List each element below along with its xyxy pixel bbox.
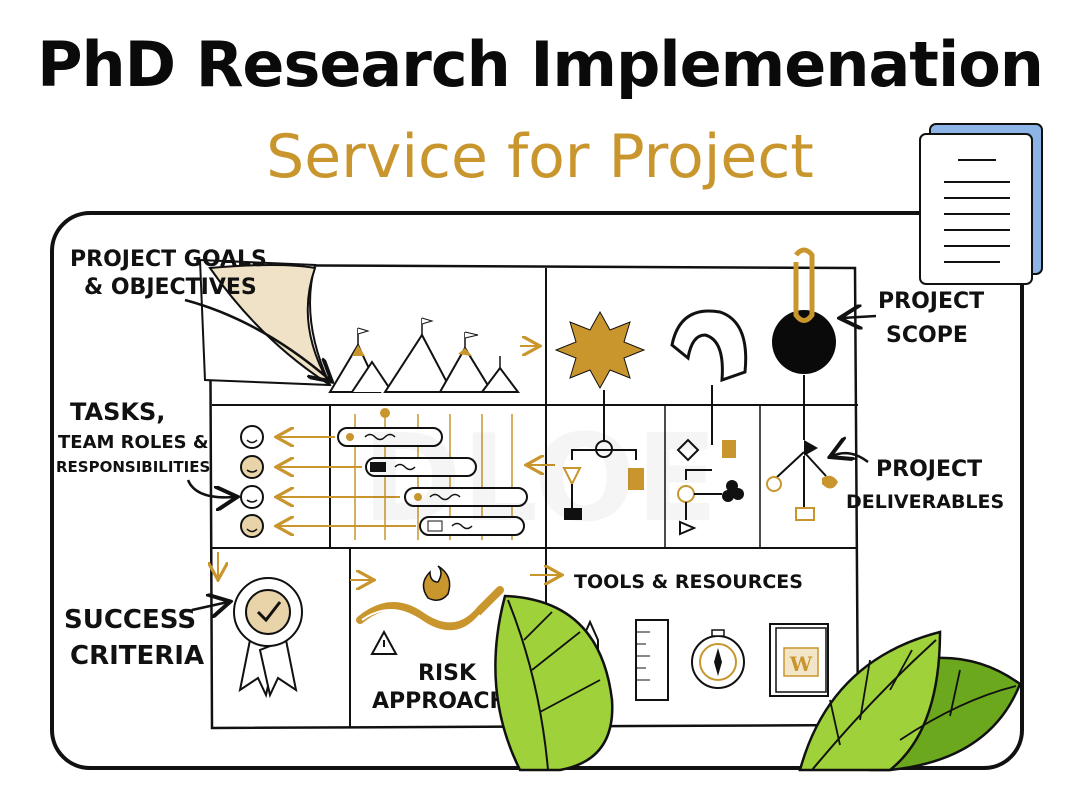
scope-arrow — [842, 316, 877, 318]
label-tasks-line1: TASKS, — [70, 398, 165, 426]
document-icon — [919, 123, 1043, 285]
scope-shapes — [554, 247, 836, 445]
goals-arrow — [184, 298, 330, 380]
watermark: DLOE — [362, 410, 718, 549]
label-tasks-line2: TEAM ROLES & — [58, 432, 209, 453]
tasks-arrow — [186, 479, 235, 497]
goals-mountains — [328, 317, 538, 393]
success-badge-icon — [218, 552, 372, 699]
label-tasks-line3: RESPONSIBILITIES — [56, 458, 210, 476]
team-smiley-icons — [240, 425, 264, 538]
label-risk-line1: RISK — [418, 661, 477, 686]
page-title: PhD Research Implemenation — [37, 28, 1044, 101]
tasks-timeline — [278, 408, 528, 540]
label-risk-line2: APPROACH — [372, 689, 508, 714]
label-goals-line2: & OBJECTIVES — [84, 275, 257, 300]
deliverables-flow — [528, 438, 838, 536]
book-letter: W — [789, 652, 813, 676]
label-scope-line1: PROJECT — [878, 289, 984, 314]
leaf-left-icon — [494, 594, 614, 772]
label-scope-line2: SCOPE — [886, 323, 968, 348]
label-deliverables-line1: PROJECT — [876, 457, 982, 482]
label-success-line2: CRITERIA — [70, 641, 204, 671]
success-arrow — [191, 602, 228, 610]
risk-path-icon — [356, 566, 560, 655]
label-tools: TOOLS & RESOURCES — [574, 571, 803, 593]
page-subtitle: Service for Project — [266, 122, 814, 192]
deliverables-arrow — [832, 453, 869, 463]
label-goals-line1: PROJECT GOALS — [70, 247, 267, 272]
paperclip-icon — [793, 247, 815, 323]
leaf-right-icon — [798, 630, 1022, 772]
label-success-line1: SUCCESS — [64, 605, 196, 635]
label-deliverables-line2: DELIVERABLES — [846, 491, 1004, 513]
tools-icons: W — [581, 619, 829, 701]
